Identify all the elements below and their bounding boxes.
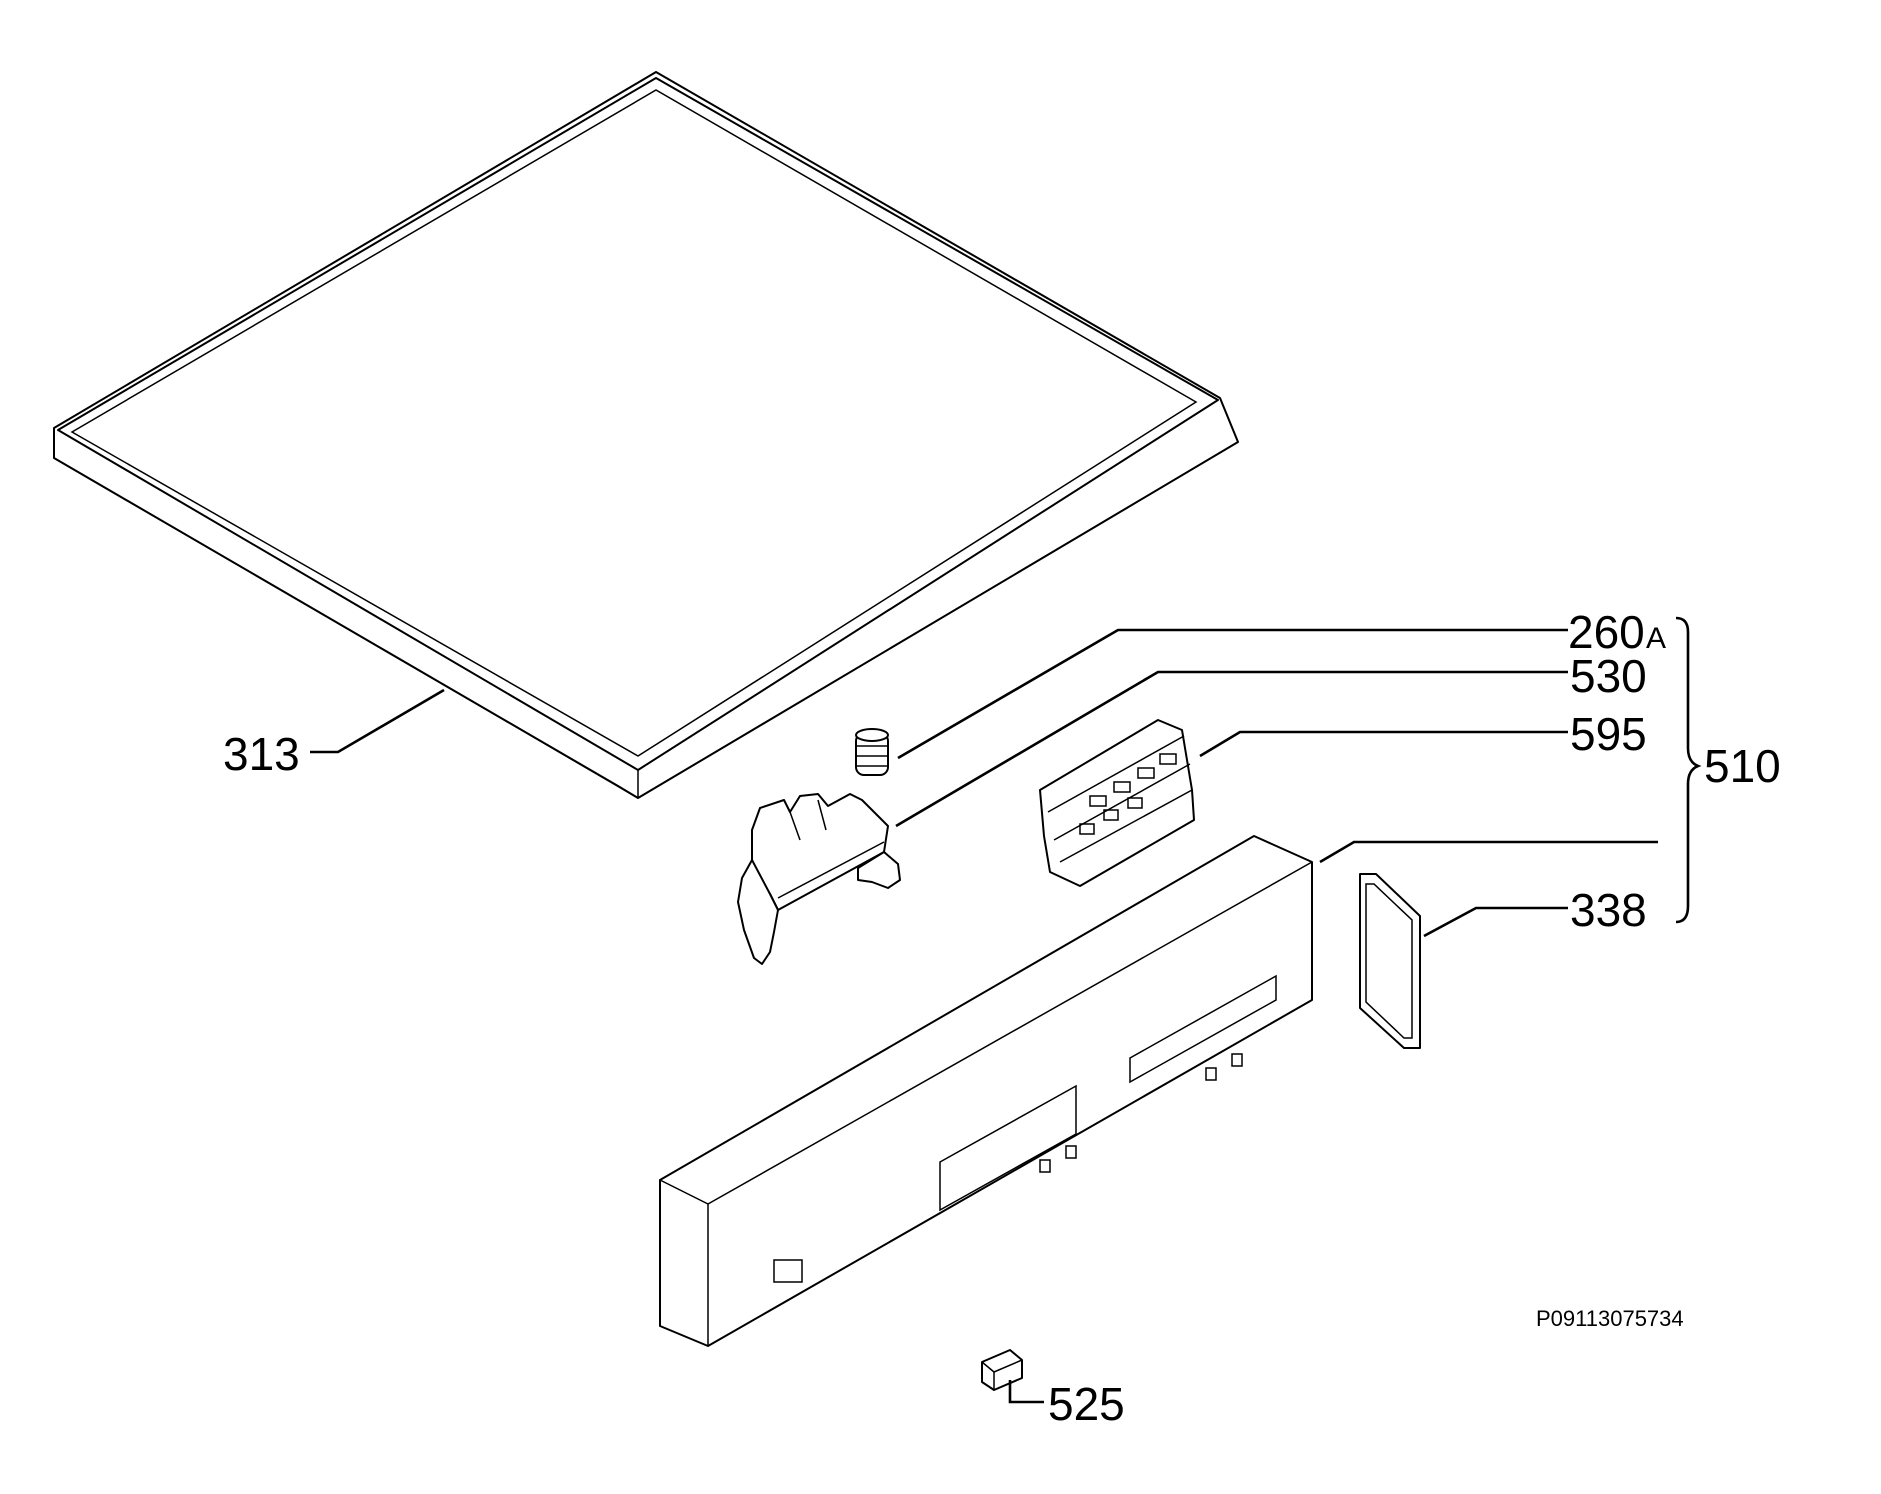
leader-260a (897, 628, 1568, 760)
part-530-bracket (737, 793, 901, 965)
label-530: 530 (1570, 650, 1647, 702)
brace-510 (1675, 616, 1702, 924)
control-panel (659, 835, 1313, 1347)
label-338: 338 (1570, 884, 1647, 936)
label-260-suffix: A (1646, 622, 1666, 655)
leader-595 (1199, 730, 1568, 758)
leader-530 (895, 670, 1568, 828)
part-338-gasket (1359, 873, 1421, 1049)
leader-338 (1423, 906, 1568, 938)
part-525-knob (981, 1349, 1023, 1391)
leader-313 (310, 688, 445, 754)
document-number: P09113075734 (1536, 1306, 1684, 1331)
label-313: 313 (223, 728, 300, 780)
label-525: 525 (1048, 1378, 1125, 1430)
label-260: 260 (1568, 606, 1645, 658)
part-260a-grommet (855, 728, 889, 776)
label-595: 595 (1570, 708, 1647, 760)
leader-525 (1008, 1380, 1044, 1404)
part-595-electronic-module (1039, 719, 1195, 887)
leader-panel (1319, 840, 1658, 864)
leader-lines (310, 616, 1702, 1404)
label-510: 510 (1704, 740, 1781, 792)
part-313-top-panel (53, 71, 1239, 799)
